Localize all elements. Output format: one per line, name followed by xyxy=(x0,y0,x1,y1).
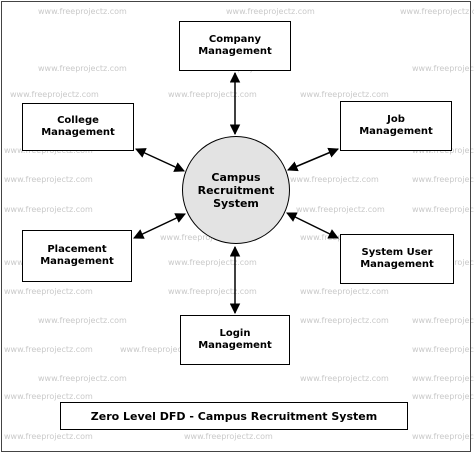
entity-login-management: Login Management xyxy=(180,315,290,365)
entity-placement-management: Placement Management xyxy=(22,230,132,282)
diagram-caption: Zero Level DFD - Campus Recruitment Syst… xyxy=(60,402,408,430)
flow-college xyxy=(135,148,185,172)
flow-placement xyxy=(133,213,186,239)
entity-system-user-management: System User Management xyxy=(340,234,454,284)
entity-company-management: Company Management xyxy=(179,21,291,71)
process-campus-recruitment-system: Campus Recruitment System xyxy=(182,136,290,244)
flow-job xyxy=(287,147,339,172)
flow-system-user xyxy=(286,212,339,239)
entity-college-management: College Management xyxy=(22,103,134,151)
entity-job-management: Job Management xyxy=(340,101,452,151)
